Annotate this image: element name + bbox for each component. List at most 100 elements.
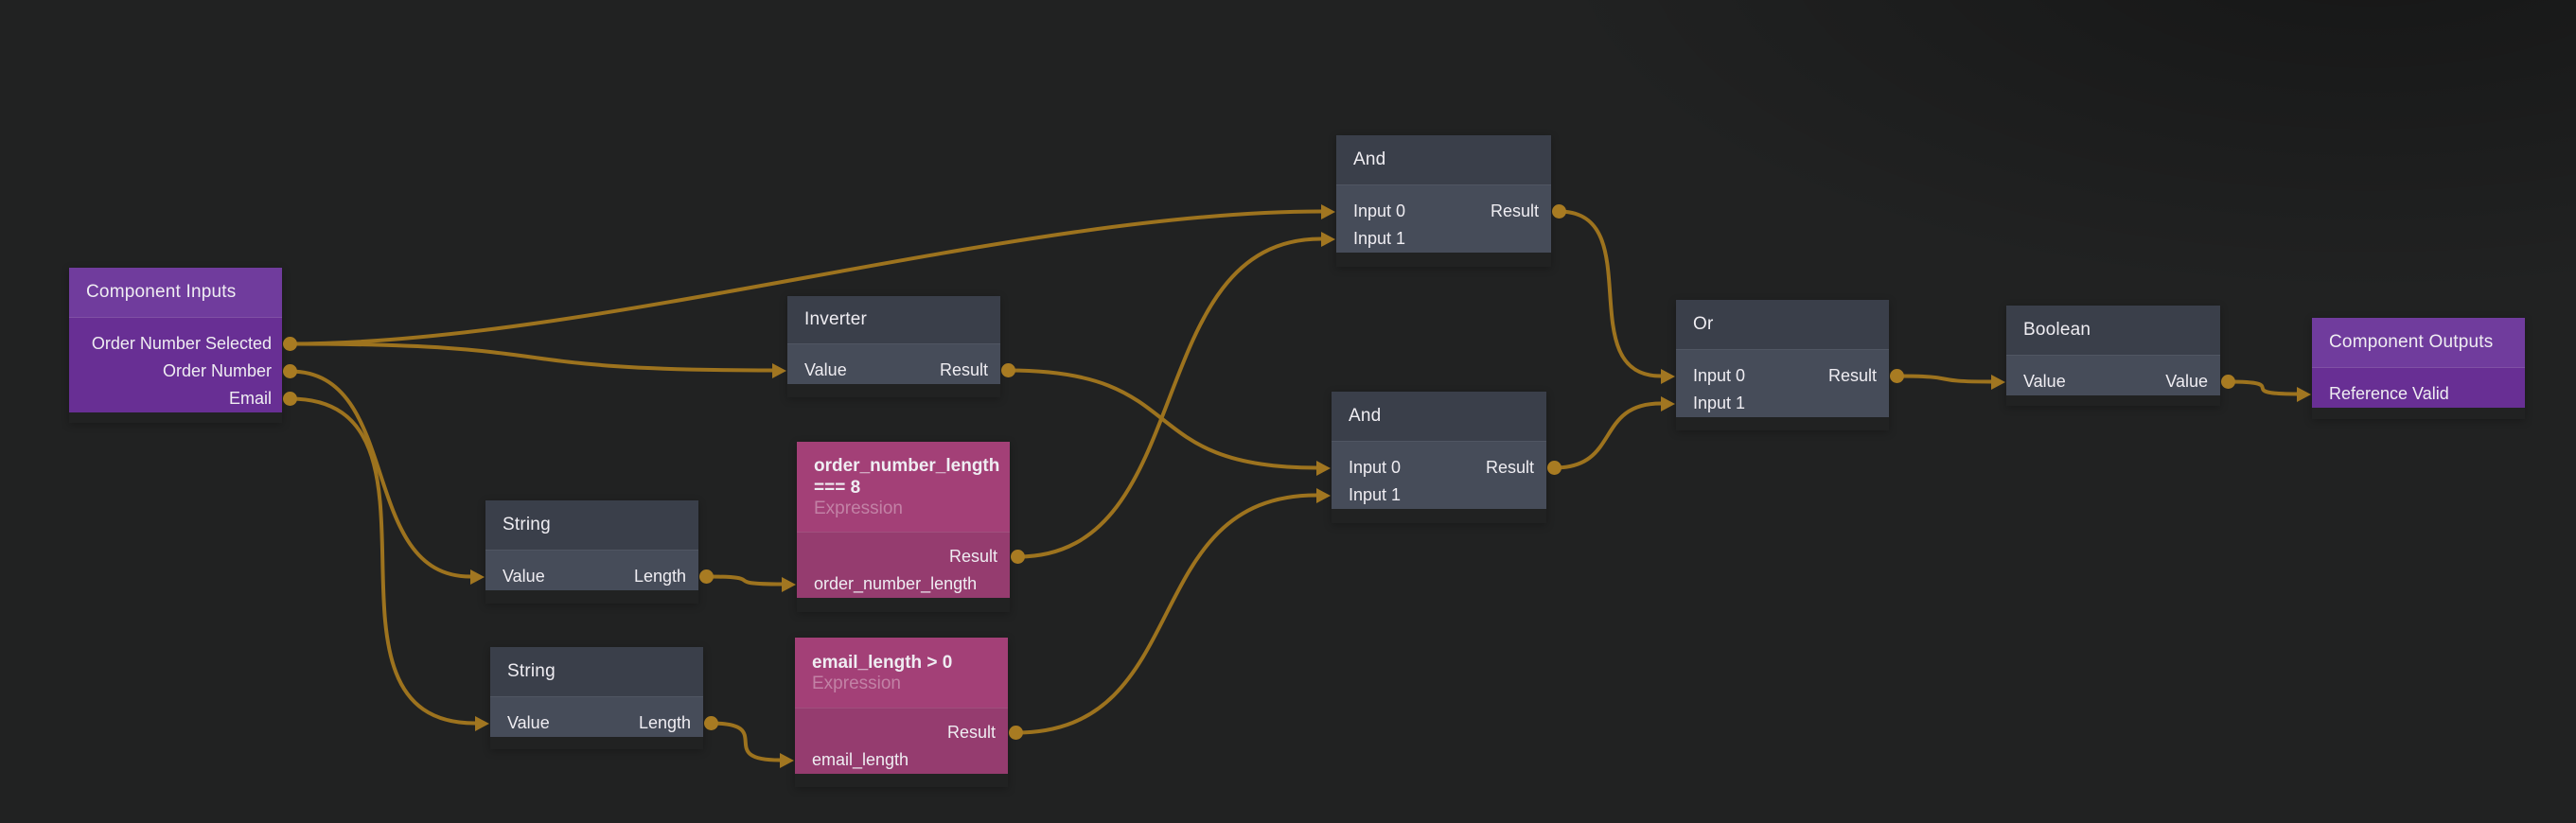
input-port-input-1[interactable]	[1316, 487, 1331, 503]
output-port-order-number[interactable]	[283, 364, 297, 378]
node-body: Reference Valid	[2297, 367, 2525, 408]
node-body: Value Length	[475, 696, 718, 737]
port-row: Value Length	[470, 563, 714, 590]
node-header: order_number_length === 8 Expression	[797, 442, 1010, 532]
wire-ci.email-to-string2.value[interactable]	[288, 396, 477, 726]
output-port-length[interactable]	[704, 716, 718, 730]
node-subtitle: Expression	[812, 674, 901, 693]
node-boolean[interactable]: Boolean Value Value	[1991, 306, 2235, 406]
node-header: And	[1332, 392, 1546, 441]
output-port-result[interactable]	[1011, 550, 1025, 564]
node-body: Value Result	[772, 343, 1015, 384]
input-label: Value	[804, 360, 847, 379]
wire-expr2.result-to-and2.input1[interactable]	[1014, 493, 1318, 735]
node-component-inputs[interactable]: Component Inputs Order Number Selected O…	[69, 268, 297, 423]
input-port-input-0[interactable]	[1316, 460, 1331, 476]
output-port-result[interactable]	[1890, 369, 1904, 383]
output-port-result[interactable]	[1001, 363, 1015, 377]
node-header: String	[490, 647, 703, 696]
wire-string1.length-to-expr1.order-number-length[interactable]	[704, 574, 784, 587]
node-body: Value Length	[470, 550, 714, 590]
node-header: Inverter	[787, 296, 1000, 343]
input-port-value[interactable]	[470, 569, 485, 585]
node-title: Boolean	[2023, 320, 2091, 340]
node-title: And	[1349, 406, 1382, 426]
node-header: Boolean	[2006, 306, 2220, 355]
port-row: Value Length	[475, 709, 718, 737]
node-or[interactable]: Or Input 0 Result Input 1	[1661, 300, 1904, 430]
wire-boolean.value-out-to-co.reference-valid[interactable]	[2226, 379, 2299, 396]
input-port-input-0[interactable]	[1661, 368, 1675, 384]
node-expression-order-number-length[interactable]: order_number_length === 8 Expression Res…	[782, 442, 1025, 612]
node-header: Component Inputs	[69, 268, 282, 317]
input-label: Input 0	[1693, 366, 1746, 385]
input-port-input-0[interactable]	[1321, 203, 1335, 219]
output-port-result[interactable]	[1547, 461, 1561, 475]
node-and-2[interactable]: And Input 0 Result Input 1	[1316, 392, 1561, 523]
node-title-line2: === 8	[814, 478, 861, 498]
input-port-reference-valid[interactable]	[2297, 386, 2311, 402]
port-row: Order Number Selected	[69, 330, 297, 358]
output-port-email[interactable]	[283, 392, 297, 406]
node-title: email_length > 0	[812, 653, 953, 673]
output-port-order-number-selected[interactable]	[283, 337, 297, 351]
input-port-input-1[interactable]	[1321, 231, 1335, 247]
input-port-input-1[interactable]	[1661, 395, 1675, 412]
port-row: Input 0 Result	[1321, 198, 1566, 225]
wire-expr1.result-to-and1.input1[interactable]	[1015, 236, 1323, 559]
port-row: Result	[795, 719, 1023, 746]
node-component-outputs[interactable]: Component Outputs Reference Valid	[2297, 318, 2525, 419]
output-port-length[interactable]	[699, 569, 714, 584]
port-row: email_length	[780, 746, 1008, 774]
node-string-1[interactable]: String Value Length	[470, 500, 714, 604]
wire-ci.order-number-selected-to-inverter.value[interactable]	[288, 341, 774, 373]
output-label: Result	[939, 360, 988, 379]
node-string-2[interactable]: String Value Length	[475, 647, 718, 749]
wire-inverter.result-to-and2.input0[interactable]	[1006, 368, 1318, 470]
wire-and2.result-to-or.input1[interactable]	[1552, 401, 1663, 470]
input-label: email_length	[812, 750, 909, 769]
output-label: Result	[946, 723, 996, 742]
input-port-value[interactable]	[1991, 374, 2005, 390]
input-port-order-number-length[interactable]	[782, 576, 796, 592]
node-title: And	[1353, 149, 1386, 169]
node-title: order_number_length	[814, 456, 1000, 476]
output-label: Result	[1490, 201, 1539, 220]
input-label: Input 1	[1353, 229, 1406, 248]
port-row: Input 0 Result	[1316, 454, 1561, 482]
node-header: Or	[1676, 300, 1889, 349]
output-label: Result	[1485, 458, 1534, 477]
node-inverter[interactable]: Inverter Value Result	[772, 296, 1015, 397]
port-row: order_number_length	[782, 570, 1010, 598]
wire-ci.order-number-to-string1.value[interactable]	[288, 369, 472, 579]
output-label: Order Number	[162, 361, 272, 380]
input-label: Input 1	[1349, 485, 1402, 504]
node-body: Input 0 Result Input 1	[1316, 441, 1561, 509]
input-port-email-length[interactable]	[780, 752, 794, 768]
output-port-value[interactable]	[2221, 375, 2235, 389]
node-title: Component Outputs	[2329, 332, 2494, 352]
output-port-result[interactable]	[1552, 204, 1566, 219]
port-row: Order Number	[69, 358, 297, 385]
input-label: Input 1	[1693, 394, 1746, 412]
port-row: Result	[797, 543, 1025, 570]
input-label: Value	[2023, 372, 2066, 391]
node-header: String	[485, 500, 698, 550]
input-port-value[interactable]	[475, 715, 489, 731]
wire-or.result-to-boolean.value-in[interactable]	[1895, 374, 1993, 384]
wire-and1.result-to-or.input0[interactable]	[1557, 209, 1663, 378]
port-row: Email	[69, 385, 297, 412]
node-and-1[interactable]: And Input 0 Result Input 1	[1321, 135, 1566, 267]
node-body: Result order_number_length	[782, 532, 1025, 598]
output-label: Result	[948, 547, 997, 566]
input-label: order_number_length	[814, 574, 978, 593]
node-header: email_length > 0 Expression	[795, 638, 1008, 708]
node-expression-email-length[interactable]: email_length > 0 Expression Result email…	[780, 638, 1023, 787]
output-port-result[interactable]	[1009, 726, 1023, 740]
input-port-value[interactable]	[772, 362, 786, 378]
wire-string2.length-to-expr2.email-length[interactable]	[709, 721, 782, 762]
wire-ci.order-number-selected-to-and1.input0[interactable]	[288, 209, 1323, 346]
port-row: Input 1	[1316, 482, 1546, 509]
